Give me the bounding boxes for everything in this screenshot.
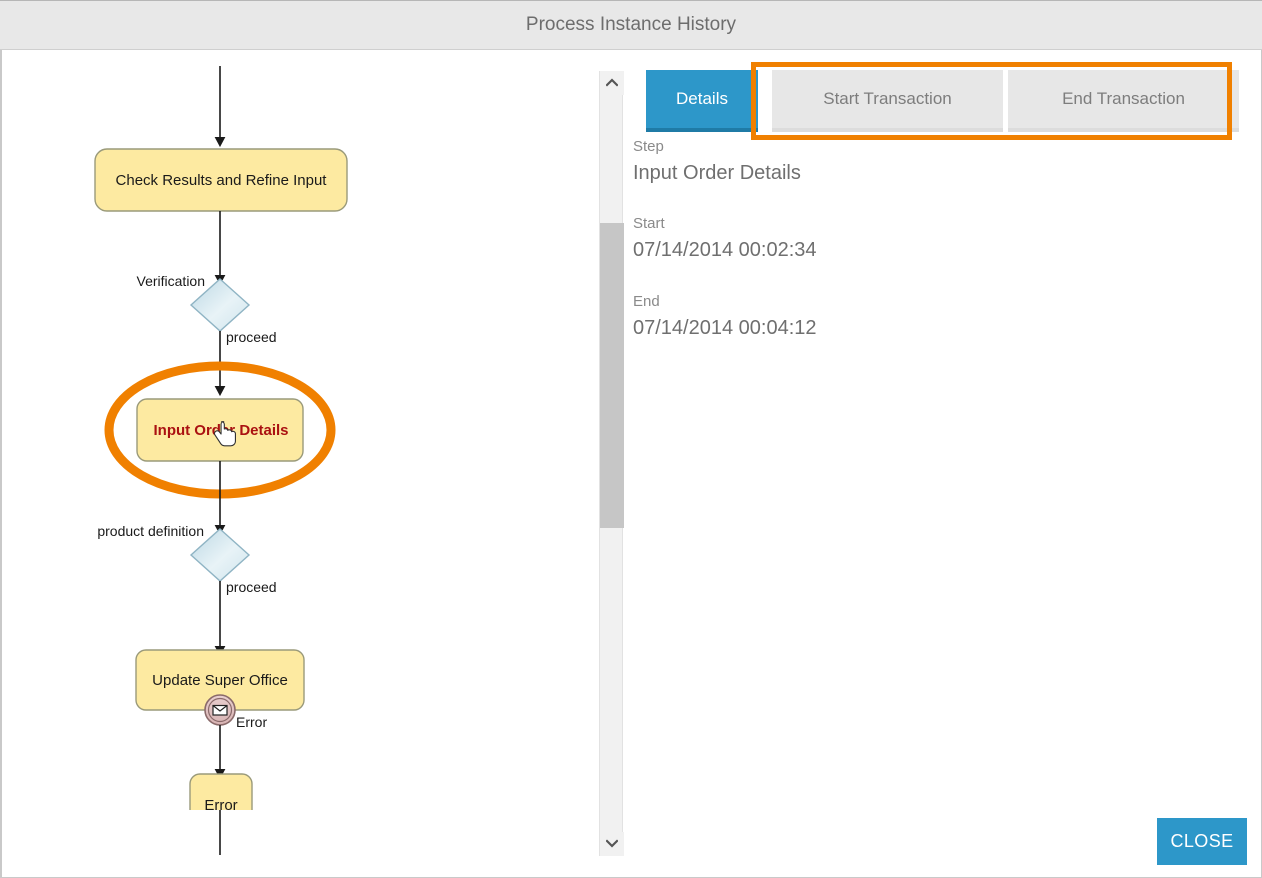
gateway-label: Verification [137,273,205,289]
diagram-node-check-results[interactable]: Check Results and Refine Input [94,148,348,212]
gateway-label: product definition [97,523,204,539]
process-diagram[interactable]: Check Results and Refine Input Verificat… [2,50,598,810]
sequence-flow-label-proceed-1: proceed [226,329,277,345]
tab-details[interactable]: Details [646,70,758,132]
node-label: Error [204,797,237,810]
chevron-up-icon[interactable] [600,71,624,95]
sequence-flow-out-tail [219,810,221,855]
diagram-node-input-order-details[interactable]: Input Order Details [136,398,304,462]
envelope-icon[interactable] [204,694,236,726]
field-step-value: Input Order Details [633,162,801,184]
dialog-body: Check Results and Refine Input Verificat… [0,50,1262,878]
field-end-label: End [633,293,660,310]
field-step: Step Input Order Details [633,138,801,187]
chevron-down-icon[interactable] [600,832,624,856]
node-shape [94,148,348,212]
field-start-value: 07/14/2014 00:02:34 [633,239,817,261]
page-title: Process Instance History [525,14,737,35]
dialog-header: Process Instance History [0,0,1262,50]
field-start: Start 07/14/2014 00:02:34 [633,215,817,264]
diagram-node-error[interactable]: Error [189,773,253,810]
node-label: Update Super Office [152,672,288,689]
diagram-gateway-verification[interactable]: Verification [137,273,251,332]
process-diagram-pane[interactable]: Check Results and Refine Input Verificat… [2,50,598,810]
node-label: Check Results and Refine Input [116,172,328,189]
field-end: End 07/14/2014 00:04:12 [633,293,817,342]
diagram-gateway-product-definition[interactable]: product definition [97,523,251,582]
tab-start-transaction[interactable]: Start Transaction [772,70,1003,132]
details-pane: Details Start Transaction End Transactio… [632,50,1262,810]
field-start-label: Start [633,215,665,232]
pointer-hand-cursor [213,421,237,447]
diagram-node-update-super-office[interactable]: Update Super Office [135,649,305,711]
scrollbar-thumb[interactable] [600,223,624,528]
sequence-flow-label-proceed-2: proceed [226,579,277,595]
diagram-scrollbar[interactable] [599,71,624,856]
sequence-flow-label-error: Error [236,714,267,730]
event-inner-circle [207,697,233,723]
close-button[interactable]: CLOSE [1157,818,1247,865]
tab-end-transaction[interactable]: End Transaction [1008,70,1239,132]
envelope-flap [212,705,228,712]
field-end-value: 07/14/2014 00:04:12 [633,317,817,339]
node-shape [189,773,253,810]
field-step-label: Step [633,138,664,155]
